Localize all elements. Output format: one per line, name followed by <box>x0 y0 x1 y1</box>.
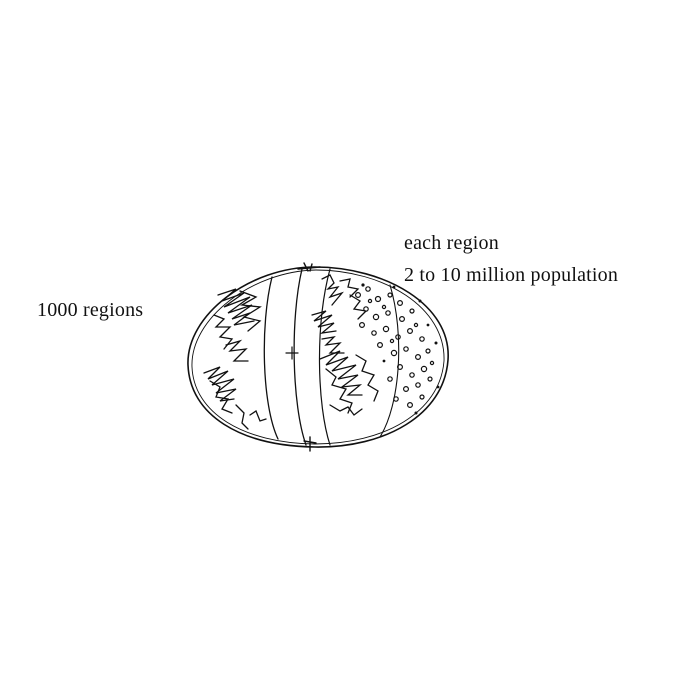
label-population-range: 2 to 10 million population <box>404 264 619 286</box>
continent-scribble-west <box>203 288 267 430</box>
meridian-line <box>293 268 307 446</box>
meridian-line <box>263 276 279 440</box>
meridian-line <box>318 268 331 446</box>
globe-outline <box>187 266 449 448</box>
label-each-region: each region <box>404 232 499 254</box>
continent-scribble-east <box>311 274 379 416</box>
globe-sketch <box>187 262 449 452</box>
region-dots <box>355 286 435 409</box>
label-region-count: 1000 regions <box>37 299 144 321</box>
